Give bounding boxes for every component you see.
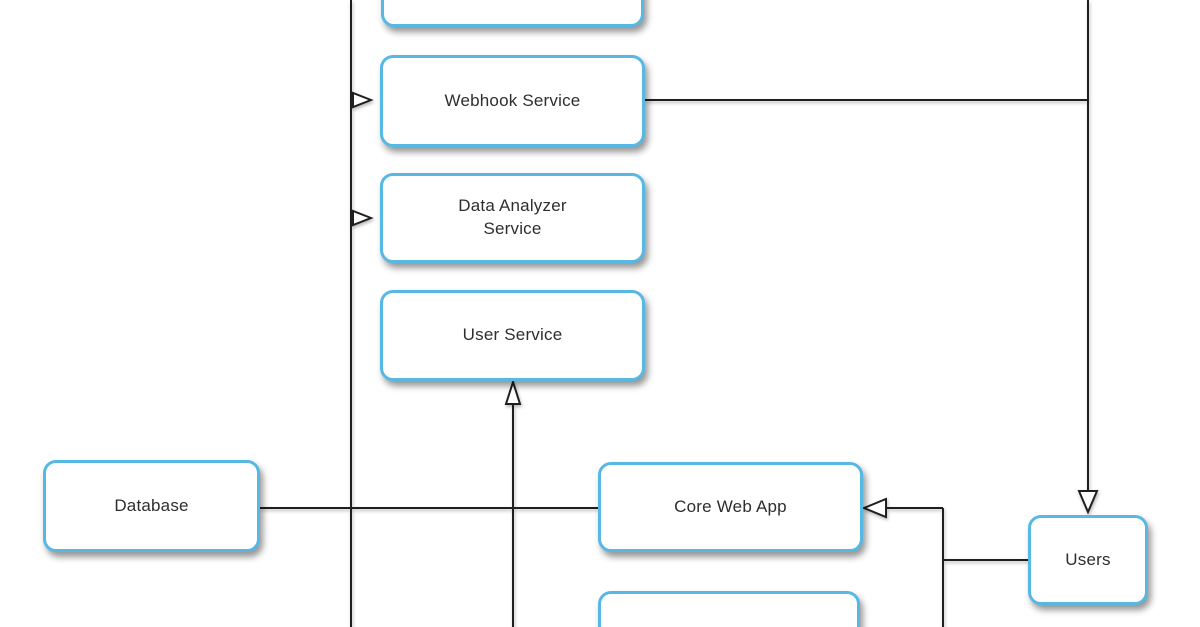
node-users-label: Users — [1065, 549, 1111, 569]
node-data-analyzer-service[interactable]: Data Analyzer Service — [380, 173, 645, 263]
arrowhead-into-webhook-icon — [352, 91, 374, 109]
node-webhook-service[interactable]: Webhook Service — [380, 55, 645, 147]
node-partial-bottom[interactable] — [598, 591, 860, 627]
node-core-web-app-label: Core Web App — [674, 496, 787, 516]
node-users[interactable]: Users — [1028, 515, 1148, 605]
arrowhead-into-core-web-app-icon — [861, 497, 887, 519]
node-database[interactable]: Database — [43, 460, 260, 552]
node-data-analyzer-service-label: Data Analyzer Service — [458, 196, 567, 238]
arrowhead-into-user-service-icon — [504, 378, 522, 405]
node-user-service[interactable]: User Service — [380, 290, 645, 381]
node-webhook-service-label: Webhook Service — [444, 90, 581, 110]
node-partial-top[interactable] — [381, 0, 644, 27]
node-core-web-app[interactable]: Core Web App — [598, 462, 863, 552]
node-database-label: Database — [114, 495, 189, 515]
arrowhead-into-analyzer-icon — [352, 209, 374, 227]
arrowhead-into-users-icon — [1077, 490, 1099, 515]
node-user-service-label: User Service — [462, 325, 563, 345]
